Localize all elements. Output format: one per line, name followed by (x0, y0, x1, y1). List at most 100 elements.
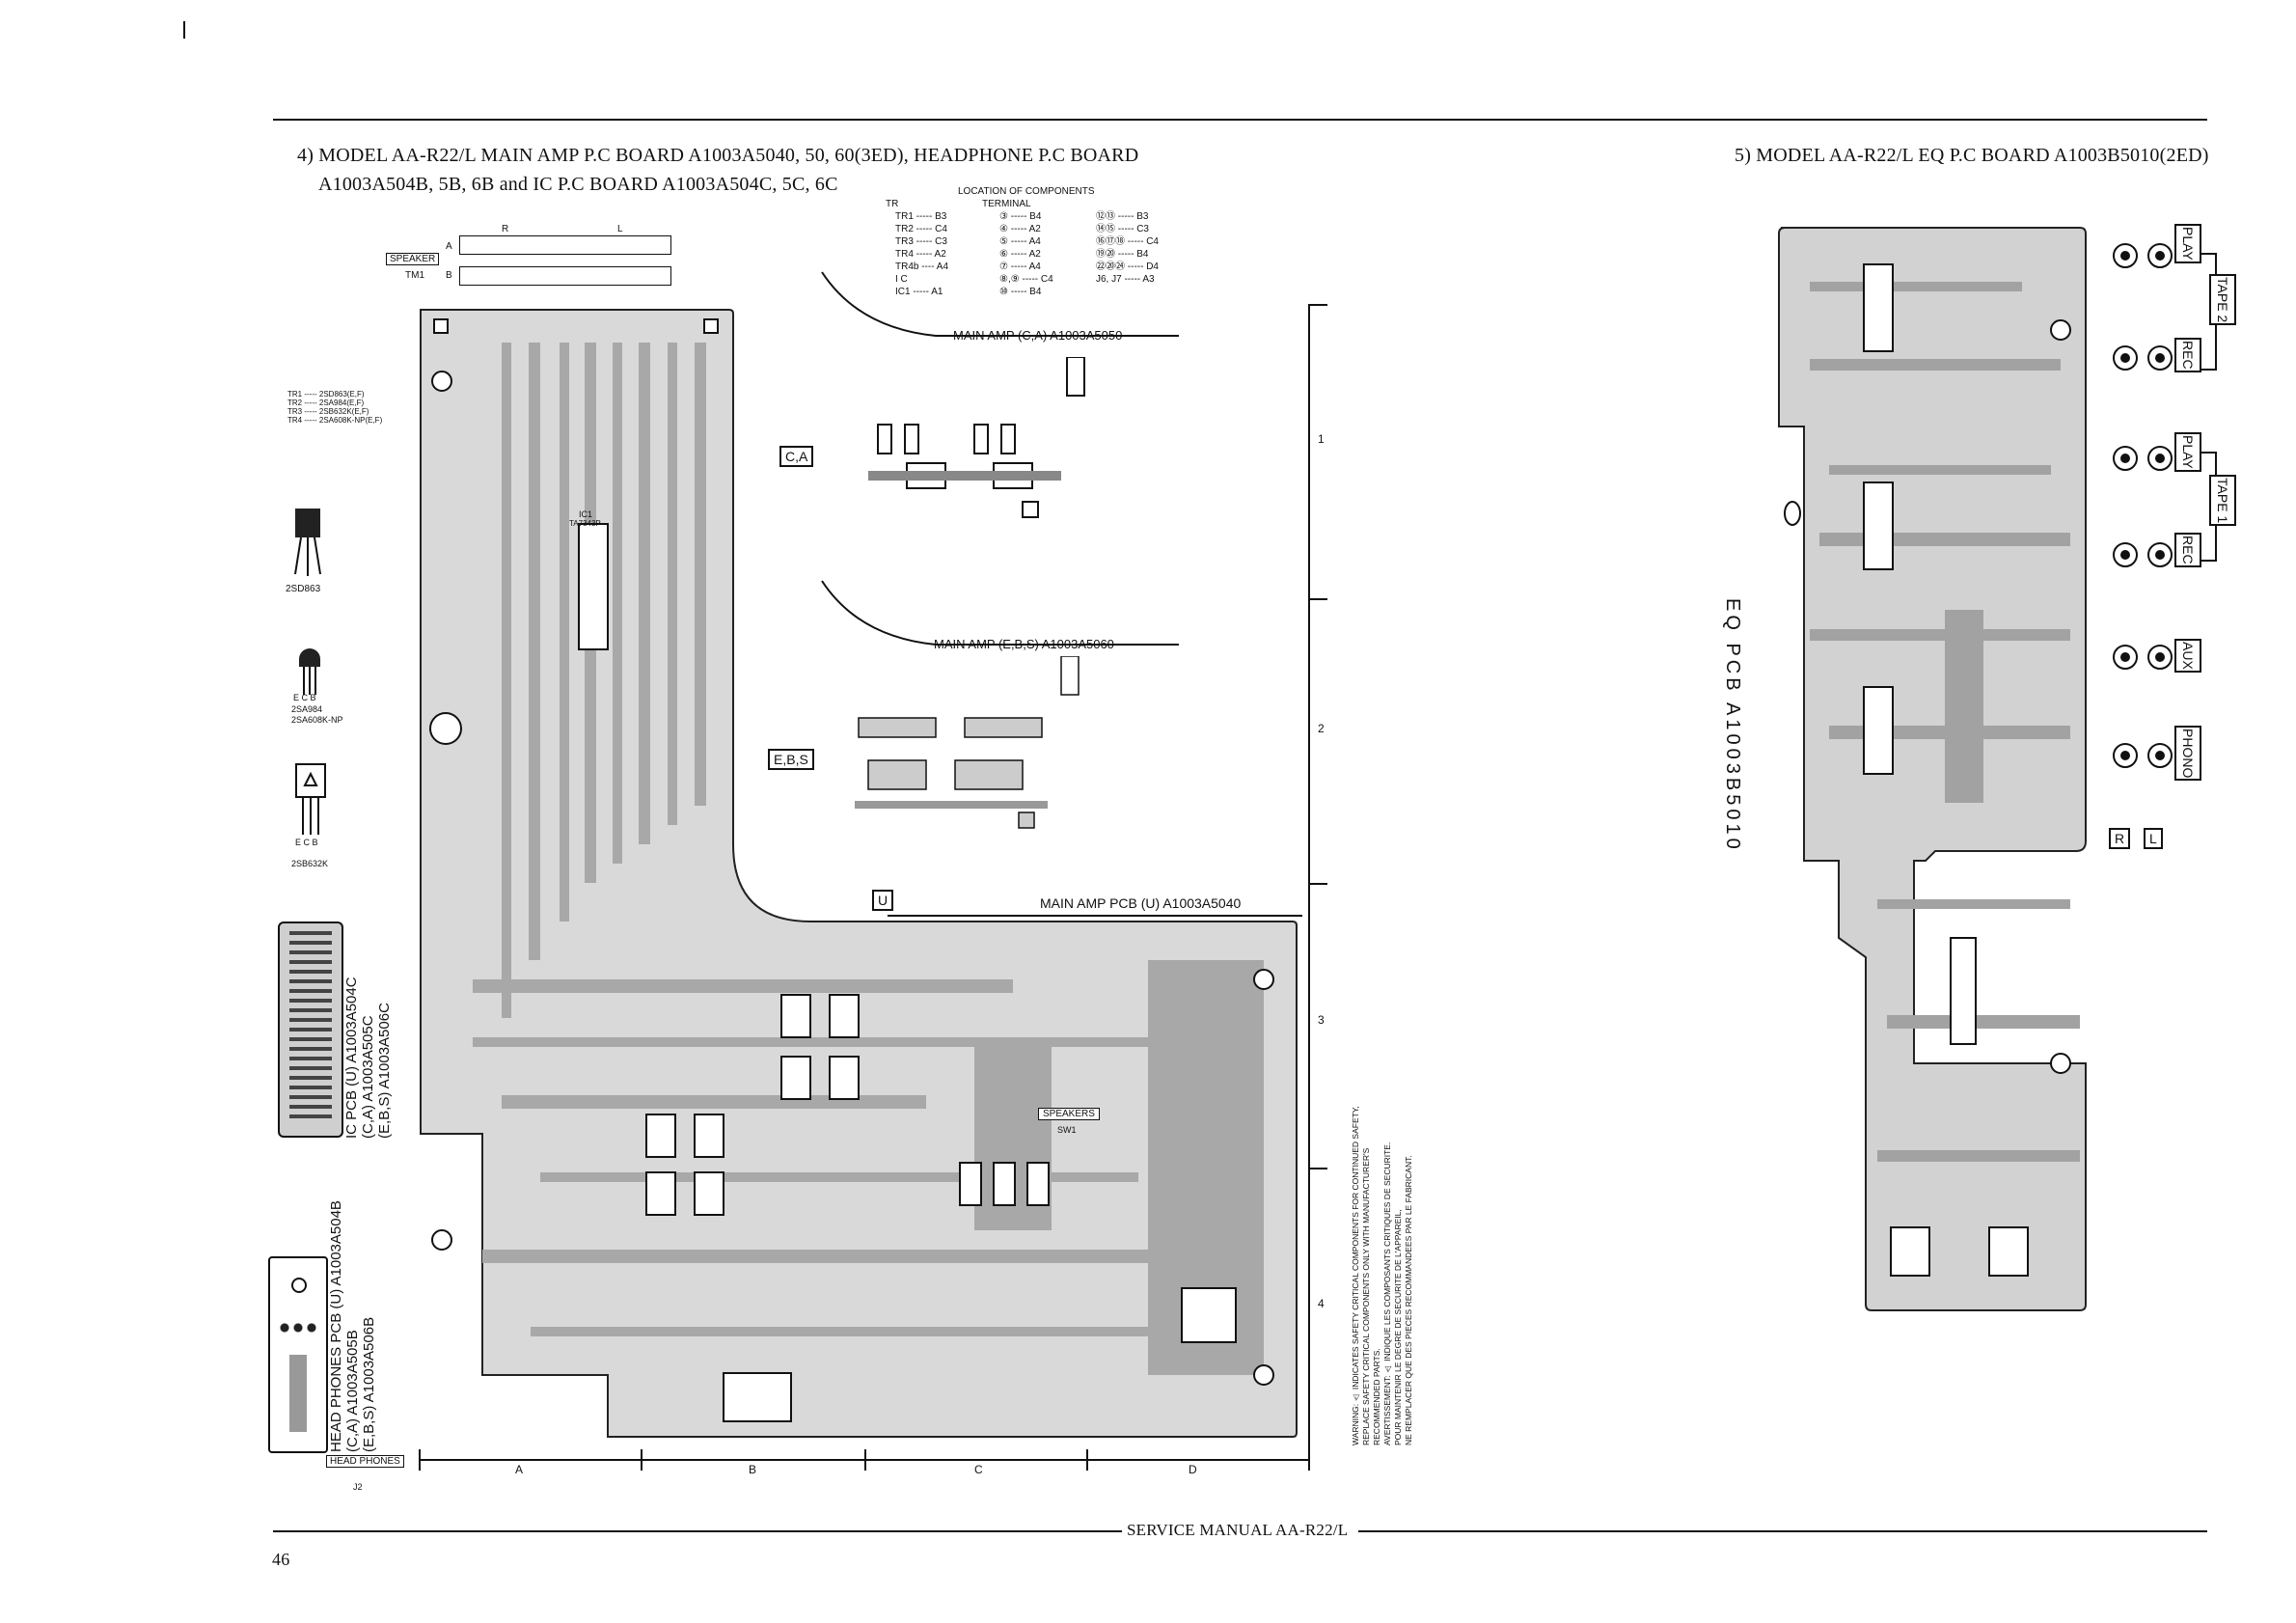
sub-board-ca-box: C,A (779, 446, 814, 467)
grid-row-4: 4 (1318, 1297, 1325, 1310)
headphones-jack-label: HEAD PHONES (326, 1455, 404, 1468)
ic-pcb-pins (289, 931, 332, 1124)
eq-l-label: L (2144, 828, 2163, 849)
warning-text: WARNING: ⚠ INDICATES SAFETY CRITICAL COM… (1351, 1098, 1414, 1445)
transistor-row: TR4 ----- 2SA608K-NP(E,F) (287, 416, 383, 425)
sub-board-u-underline (888, 915, 1302, 917)
terminal-row: ⑯⑰⑱ ----- C4 (1096, 236, 1159, 247)
top-rule (273, 119, 2207, 121)
jack-rec-tape1-l[interactable] (2147, 542, 2173, 567)
terminal-row: ⑫⑬ ----- B3 (1096, 211, 1149, 222)
grid-right-tick4 (1308, 1168, 1327, 1169)
location-tr-list: TR1 ----- B3 TR2 ----- C4 TR3 ----- C3 T… (895, 210, 948, 298)
tr-row: TR1 ----- B3 (895, 211, 947, 222)
terminal-row: ⑧,⑨ ----- C4 (999, 274, 1053, 285)
speaker-label: SPEAKER (386, 253, 440, 265)
headphones-pcb-hole (291, 1278, 307, 1293)
headphones-pcb-trace (289, 1355, 307, 1432)
jack-rec-tape1-r[interactable] (2113, 542, 2138, 567)
jack-play-tape1-l[interactable] (2147, 446, 2173, 471)
terminal-row: J6, J7 ----- A3 (1096, 274, 1155, 285)
transistor-2sd863-icon (289, 507, 328, 584)
right-title: 5) MODEL AA-R22/L EQ P.C BOARD A1003B501… (1735, 145, 2209, 166)
tr-row: TR2 ----- C4 (895, 224, 947, 234)
grid-right-tick3 (1308, 883, 1327, 885)
tr-row: TR4 ----- A2 (895, 249, 946, 260)
warning-line: NE REMPLACER QUE DES PIECES RECOMMANDEES… (1404, 1155, 1413, 1445)
jack-label-rec-tape2: REC (2174, 338, 2201, 372)
transistor-2sb632k-label: 2SB632K (291, 859, 329, 868)
terminal-row: ⑲⑳ ----- B4 (1096, 249, 1149, 260)
grid-bottom-tick0 (419, 1449, 421, 1471)
speaker-terminal-block: SPEAKER TM1 A B R L (386, 216, 685, 293)
sub-board-ebs-curve (821, 580, 1179, 646)
jack-label-phono: PHONO (2174, 726, 2201, 782)
headphones-pcb-board (268, 1256, 328, 1453)
terminal-row: ⑦ ----- A4 (999, 261, 1041, 272)
sub-board-ca-curve (821, 271, 1179, 337)
grid-right-tick2 (1308, 598, 1327, 600)
grid-col-d: D (1189, 1463, 1197, 1476)
warning-line: AVERTISSEMENT: ⚠ INDIQUE LES COMPOSANTS … (1382, 1142, 1392, 1445)
tr-row: TR4b ---- A4 (895, 261, 949, 272)
tape2-label: TAPE 2 (2209, 274, 2236, 326)
speaker-tm: TM1 (405, 270, 424, 281)
jack-label-play-tape2: PLAY (2174, 224, 2201, 263)
warning-line: RECOMMENDED PARTS. (1372, 1348, 1381, 1445)
terminal-row: ④ ----- A2 (999, 224, 1041, 234)
jack-play-tape2-l[interactable] (2147, 243, 2173, 268)
speaker-strip-b (459, 266, 671, 286)
grid-col-c: C (974, 1463, 983, 1476)
jack-rec-tape2-r[interactable] (2113, 345, 2138, 371)
jack-phono-l[interactable] (2147, 743, 2173, 768)
main-amp-board (420, 309, 1298, 1438)
jack-phono-r[interactable] (2113, 743, 2138, 768)
sub-board-u-title: MAIN AMP PCB (U) A1003A5040 (1040, 895, 1242, 911)
transistor-2sa984-label: 2SA984 (291, 704, 323, 714)
grid-row-2: 2 (1318, 722, 1325, 735)
terminal-row: ⑤ ----- A4 (999, 236, 1041, 247)
transistor-2sb632k-icon (293, 762, 328, 839)
headphones-pcb-pads (278, 1320, 318, 1335)
eq-board (1778, 227, 2087, 1311)
speaker-l-top: L (617, 224, 623, 234)
jack-label-aux: AUX (2174, 639, 2201, 673)
grid-row-1: 1 (1318, 432, 1325, 446)
location-col-tr: TR (886, 199, 899, 209)
sub-board-ebs-drawing (855, 656, 1080, 829)
jack-rec-tape2-l[interactable] (2147, 345, 2173, 371)
headphones-pcb-label: HEAD PHONES PCB (U) A1003A504B (C,A) A10… (328, 1172, 377, 1452)
footer-rule-left (273, 1530, 1122, 1532)
sub-board-u-box: U (872, 890, 894, 911)
main-ic1-label: IC1 (579, 509, 593, 519)
warning-line: REPLACE SAFETY CRITICAL COMPONENTS ONLY … (1361, 1147, 1371, 1445)
main-ic1-part: TA7343P (569, 519, 601, 528)
grid-col-b: B (749, 1463, 757, 1476)
sub-board-ca-title: MAIN AMP (C,A) A1003A5050 (953, 328, 1123, 343)
jack-aux-l[interactable] (2147, 645, 2173, 670)
jack-aux-r[interactable] (2113, 645, 2138, 670)
transistor-row: TR3 ----- 2SB632K(E,F) (287, 407, 369, 416)
headphones-pcb-line1: HEAD PHONES PCB (U) A1003A504B (328, 1200, 344, 1452)
page-number: 46 (272, 1550, 290, 1569)
tr-row: I C (895, 274, 908, 285)
terminal-row: ㉒⑳㉔ ----- D4 (1096, 261, 1159, 272)
ic-pcb-line1: IC PCB (U) A1003A504C (343, 977, 360, 1139)
warning-line: WARNING: ⚠ INDICATES SAFETY CRITICAL COM… (1351, 1106, 1360, 1445)
transistor-row: TR1 ----- 2SD863(E,F) (287, 390, 365, 399)
speaker-row-b: B (446, 270, 452, 281)
jack-play-tape2-r[interactable] (2113, 243, 2138, 268)
grid-bottom-tick2 (864, 1449, 866, 1471)
jack-play-tape1-r[interactable] (2113, 446, 2138, 471)
corner-tick (183, 21, 185, 39)
transistor-list: TR1 ----- 2SD863(E,F) TR2 ----- 2SA984(E… (287, 390, 382, 425)
sub-board-ebs-box: E,B,S (768, 749, 814, 770)
ic-pcb-label: IC PCB (U) A1003A504C (C,A) A1003A505C (… (343, 917, 393, 1139)
transistor-2sd863-label: 2SD863 (286, 584, 321, 594)
terminal-row: ⑩ ----- B4 (999, 287, 1042, 297)
speaker-r-top: R (502, 224, 509, 234)
location-col-terminal: TERMINAL (982, 199, 1031, 209)
transistor-2sa984-icon (295, 642, 324, 700)
speakers-switch-sw1: SW1 (1057, 1125, 1077, 1135)
ic-pcb-line2: (C,A) A1003A505C (360, 1015, 376, 1139)
